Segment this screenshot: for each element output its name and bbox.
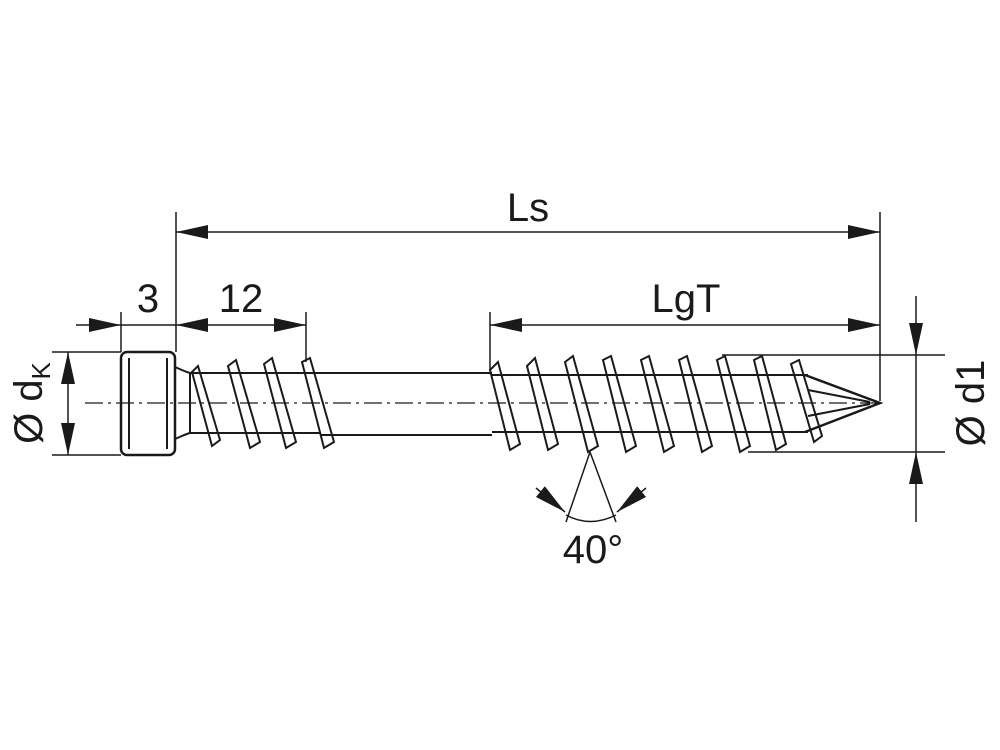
thread-crest: [715, 354, 752, 454]
dimension-lines: [61, 225, 923, 522]
thread-crest: [563, 354, 600, 454]
angle-leg-left: [565, 451, 591, 523]
thread-crest: [601, 354, 638, 454]
label-overall-length: Ls: [507, 186, 549, 230]
thread-crest: [789, 358, 824, 444]
thread-crest: [677, 354, 714, 454]
angle-leg-right: [589, 451, 617, 523]
angle-arrow-left: [535, 486, 566, 513]
label-head-diameter: Ø dK: [7, 361, 56, 443]
thread-angle-dimension: [535, 451, 647, 523]
label-head-diameter-subscript: K: [26, 361, 56, 379]
lower-thread: [488, 354, 824, 454]
label-upper-thread-length: 12: [219, 277, 264, 321]
angle-arrow-right: [616, 486, 647, 513]
extension-lines: [52, 212, 945, 456]
tip-inner-line-2: [807, 403, 871, 417]
thread-crest: [226, 358, 262, 450]
label-thread-length: LgT: [652, 277, 721, 321]
screw: [119, 350, 884, 457]
thread-crest: [190, 364, 222, 448]
screw-tip: [804, 373, 884, 434]
svg-text:Ø dK: Ø dK: [7, 361, 56, 443]
label-thread-diameter-text: Ø d1: [949, 360, 993, 447]
angle-arc: [565, 514, 617, 523]
thread-crest: [300, 356, 336, 450]
tip-inner-line-1: [807, 389, 871, 403]
label-thread-diameter: Ø d1: [949, 360, 993, 447]
label-head-height: 3: [137, 277, 159, 321]
label-head-diameter-main: Ø d: [7, 379, 51, 443]
thread-crest: [525, 356, 560, 452]
thread-crest: [262, 356, 298, 450]
upper-thread: [190, 356, 336, 450]
thread-crest: [752, 354, 788, 452]
thread-crest: [639, 354, 676, 454]
label-thread-angle: 40°: [563, 528, 624, 572]
thread-crest: [488, 360, 522, 452]
